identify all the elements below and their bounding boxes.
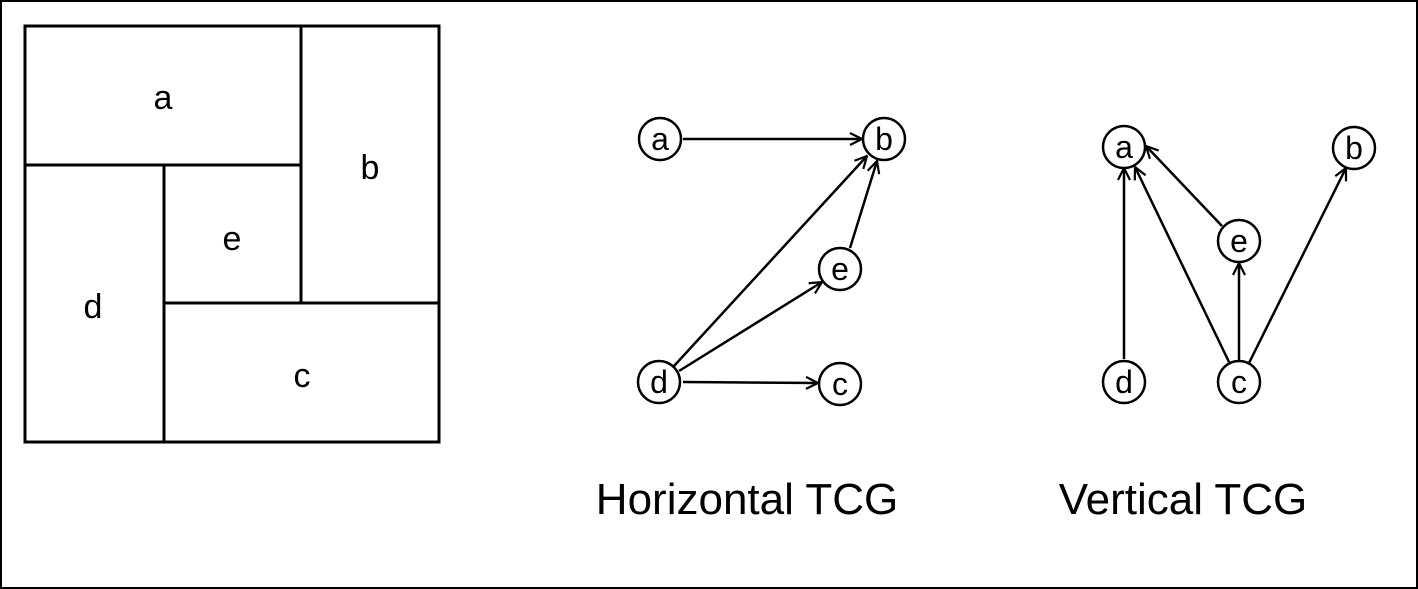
v-node-b: b: [1331, 125, 1377, 171]
horizontal-tcg-title: Horizontal TCG: [596, 475, 898, 524]
block-a-label: a: [154, 79, 173, 117]
block-e: [162, 163, 303, 305]
h-node-c: c: [817, 361, 863, 407]
vertical-tcg-nodes: a b e d c: [1101, 124, 1377, 405]
horizontal-tcg-nodes: a b e d c: [636, 116, 907, 407]
block-d: [23, 163, 166, 444]
v-node-a-label: a: [1115, 129, 1133, 165]
h-node-b: b: [861, 116, 907, 162]
v-node-a: a: [1101, 124, 1147, 170]
h-node-c-label: c: [832, 366, 848, 402]
h-node-a-label: a: [651, 121, 669, 157]
v-edge-c-a: [1135, 167, 1231, 363]
v-edge-c-b: [1247, 168, 1346, 364]
block-e-label: e: [223, 220, 242, 258]
h-node-d: d: [636, 359, 682, 405]
v-node-e-label: e: [1230, 223, 1248, 259]
block-d-label: d: [84, 288, 103, 326]
h-edge-d-e: [678, 282, 822, 373]
h-edge-d-c: [682, 382, 818, 383]
v-node-c-label: c: [1231, 364, 1247, 400]
h-node-b-label: b: [875, 121, 893, 157]
h-edge-e-b: [848, 161, 877, 249]
block-b-label: b: [361, 149, 380, 187]
block-a: [23, 24, 303, 167]
block-c-label: c: [294, 357, 311, 395]
h-edge-d-b: [673, 156, 867, 367]
vertical-tcg-edges: [1124, 146, 1346, 364]
v-node-d: d: [1101, 359, 1147, 405]
v-node-c: c: [1216, 359, 1262, 405]
h-node-e: e: [817, 246, 863, 292]
block-b: [299, 24, 441, 305]
horizontal-tcg-edges: [673, 139, 877, 383]
floorplan: a b e d c: [23, 24, 441, 444]
v-node-e: e: [1216, 218, 1262, 264]
vertical-tcg: a b e d c Vertical TCG: [1059, 124, 1377, 524]
h-node-e-label: e: [831, 251, 849, 287]
h-node-d-label: d: [650, 364, 668, 400]
horizontal-tcg: a b e d c Horizontal TCG: [596, 116, 907, 524]
block-c: [162, 301, 441, 444]
v-edge-e-a: [1146, 146, 1223, 227]
v-node-b-label: b: [1345, 130, 1363, 166]
vertical-tcg-title: Vertical TCG: [1059, 475, 1308, 524]
v-node-d-label: d: [1115, 364, 1133, 400]
h-node-a: a: [637, 116, 683, 162]
